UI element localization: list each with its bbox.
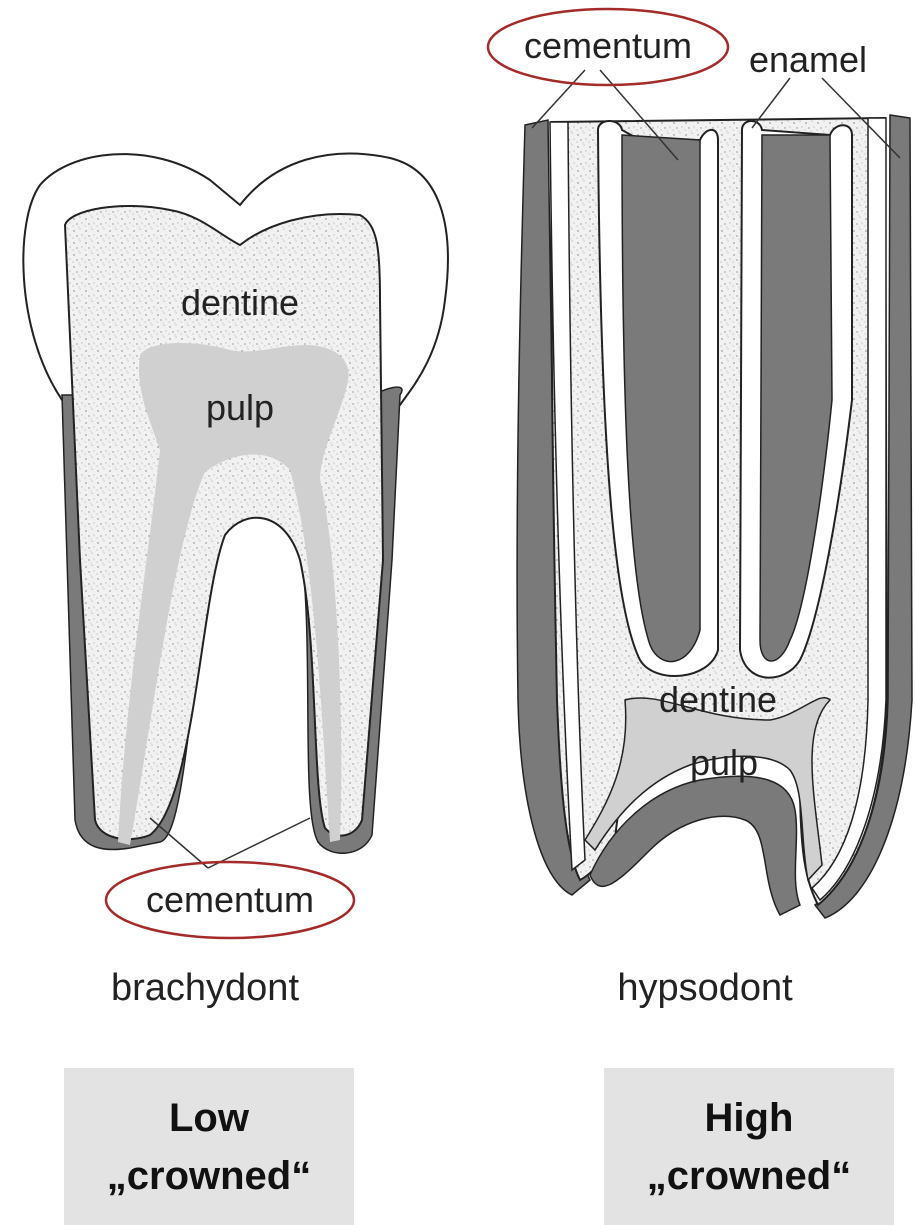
hypsodont-cementum-label: cementum <box>524 25 692 66</box>
hypsodont-dentine-label: dentine <box>659 679 777 720</box>
high-caption-line2: „crowned“ <box>647 1147 851 1205</box>
hypsodont-type-label: hypsodont <box>617 967 793 1009</box>
brachydont-cementum-label: cementum <box>146 879 314 920</box>
brachydont-pulp-label: pulp <box>206 387 274 428</box>
high-crowned-caption: High „crowned“ <box>604 1068 894 1225</box>
low-caption-line2: „crowned“ <box>107 1147 311 1205</box>
hypsodont-tooth: cementum enamel dentine pulp hypsodont <box>488 9 912 1009</box>
low-crowned-caption: Low „crowned“ <box>64 1068 354 1225</box>
hypsodont-enamel-label: enamel <box>749 39 867 80</box>
low-caption-line1: Low <box>107 1089 311 1147</box>
brachydont-cementum-pointer <box>208 818 310 868</box>
high-caption-line1: High <box>647 1089 851 1147</box>
brachydont-dentine-label: dentine <box>181 282 299 323</box>
brachydont-type-label: brachydont <box>111 967 299 1009</box>
hypsodont-pulp-label: pulp <box>690 742 758 783</box>
brachydont-tooth: dentine pulp cementum brachydont <box>23 153 448 1009</box>
